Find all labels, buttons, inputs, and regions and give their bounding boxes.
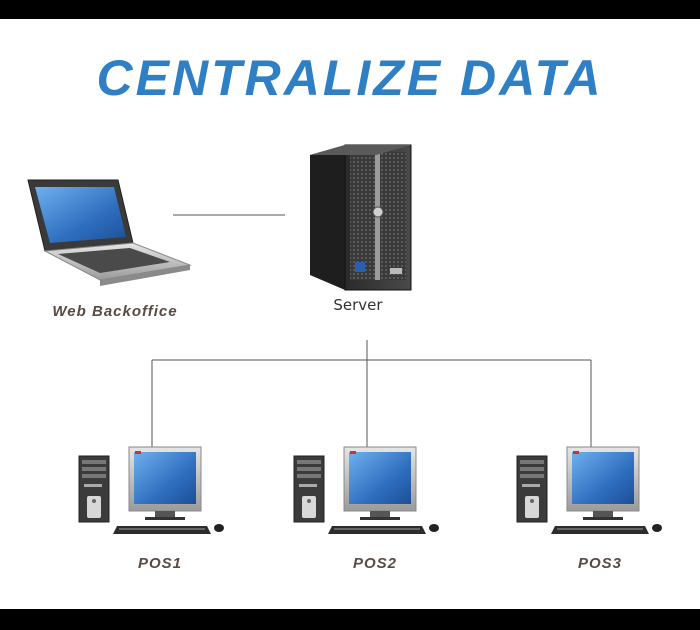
server-label: Server: [333, 296, 383, 314]
top-frame-bar: [0, 0, 700, 19]
bottom-frame-bar: [0, 609, 700, 630]
pos2-label: POS2: [352, 555, 398, 572]
pos1-label: POS1: [137, 555, 183, 572]
pos1-computer-icon: [78, 446, 225, 535]
pos3-computer-icon: [516, 446, 663, 535]
backoffice-label: Web Backoffice: [52, 303, 178, 320]
pos3-label: POS3: [577, 555, 623, 572]
laptop-icon: [27, 179, 192, 286]
diagram-title: CENTRALIZE DATA: [96, 50, 604, 106]
pos2-computer-icon: [293, 446, 440, 535]
server-tower-icon: [310, 144, 412, 291]
